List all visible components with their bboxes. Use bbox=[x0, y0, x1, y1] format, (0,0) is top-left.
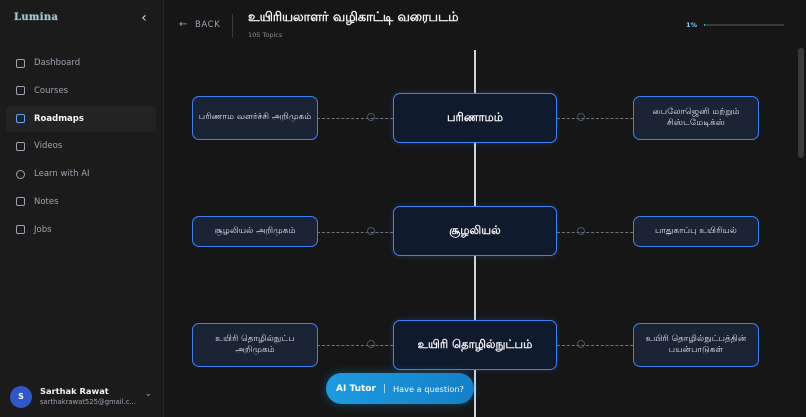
sidebar-item-label: Jobs bbox=[34, 224, 52, 235]
main-topic-node[interactable]: உயிரி தொழில்நுட்பம் bbox=[393, 320, 557, 370]
topic-node[interactable]: சூழலியல் அறிமுகம் bbox=[192, 216, 318, 247]
connector-left bbox=[317, 345, 393, 346]
scrollbar[interactable] bbox=[798, 48, 804, 158]
topic-node[interactable]: பரிணாம வளர்ச்சி அறிமுகம் bbox=[192, 96, 318, 140]
header-divider bbox=[232, 14, 233, 38]
main-topic-node[interactable]: சூழலியல் bbox=[393, 206, 557, 256]
connector-dot bbox=[367, 113, 375, 121]
connector-dot bbox=[577, 340, 585, 348]
user-email: sarthakrawat525@gmail.c... bbox=[40, 398, 136, 406]
ai-tutor-label: AI Tutor bbox=[336, 383, 376, 394]
document-icon bbox=[16, 197, 25, 207]
roadmap-canvas: பரிணாம வளர்ச்சி அறிமுகம் பரிணாமம் பைலோஜெ… bbox=[165, 48, 806, 417]
page-title: உயிரியலாளர் வழிகாட்டி வரைபடம் bbox=[248, 10, 459, 25]
connector-dot bbox=[367, 340, 375, 348]
user-name: Sarthak Rawat bbox=[40, 386, 109, 396]
chevron-left-icon[interactable]: ‹ bbox=[141, 10, 147, 26]
main-topic-node[interactable]: பரிணாமம் bbox=[393, 93, 557, 143]
connector-right bbox=[557, 232, 633, 233]
topic-count: 105 Topics bbox=[248, 31, 283, 39]
app-logo[interactable]: Lumina bbox=[14, 12, 59, 23]
progress-percent: 1% bbox=[686, 21, 698, 29]
page-header: ← BACK உயிரியலாளர் வழிகாட்டி வரைபடம் 105… bbox=[165, 0, 806, 48]
ai-tutor-separator: | bbox=[382, 383, 386, 394]
topic-node[interactable]: பாதுகாப்பு உயிரியல் bbox=[633, 216, 759, 247]
progress-bar bbox=[704, 24, 784, 26]
arrow-left-icon: ← bbox=[179, 19, 188, 30]
connector-dot bbox=[577, 227, 585, 235]
play-circle-icon bbox=[16, 169, 25, 179]
sidebar-item-label: Videos bbox=[34, 141, 63, 152]
ai-tutor-prompt: Have a question? bbox=[392, 383, 464, 394]
sidebar-item-notes[interactable]: Notes bbox=[6, 189, 156, 215]
grid-icon bbox=[16, 58, 25, 68]
book-icon bbox=[16, 86, 25, 96]
topic-node[interactable]: உயிரி தொழில்நுட்பத்தின் பயன்பாடுகள் bbox=[633, 323, 759, 367]
back-label: BACK bbox=[194, 19, 221, 30]
sidebar-nav: Dashboard Courses Roadmaps Videos Learn … bbox=[6, 50, 156, 245]
ai-tutor-button[interactable]: AI Tutor | Have a question? bbox=[326, 373, 474, 404]
sidebar-item-dashboard[interactable]: Dashboard bbox=[6, 50, 156, 76]
connector-left bbox=[317, 232, 393, 233]
chevron-down-icon[interactable]: ⌄ bbox=[144, 389, 152, 399]
sidebar: Lumina ‹ Dashboard Courses Roadmaps Vide… bbox=[0, 0, 164, 417]
connector-dot bbox=[577, 113, 585, 121]
sidebar-item-label: Learn with AI bbox=[34, 169, 90, 180]
progress-fill bbox=[704, 24, 705, 26]
connector-left bbox=[317, 118, 393, 119]
sidebar-item-label: Roadmaps bbox=[34, 113, 84, 124]
database-icon bbox=[16, 225, 25, 235]
topic-node[interactable]: பைலோஜெனி மற்றும் சிஸ்டமேடிக்ஸ் bbox=[633, 96, 759, 140]
video-icon bbox=[16, 141, 25, 151]
sidebar-item-label: Dashboard bbox=[34, 58, 81, 68]
sidebar-item-label: Notes bbox=[34, 196, 59, 207]
sidebar-item-label: Courses bbox=[34, 85, 69, 96]
user-profile[interactable]: S Sarthak Rawat sarthakrawat525@gmail.c.… bbox=[10, 383, 156, 411]
sidebar-item-jobs[interactable]: Jobs bbox=[6, 217, 156, 243]
connector-right bbox=[557, 118, 633, 119]
map-icon bbox=[16, 114, 25, 124]
back-button[interactable]: ← BACK bbox=[179, 19, 220, 30]
connector-dot bbox=[367, 227, 375, 235]
sidebar-item-courses[interactable]: Courses bbox=[6, 78, 156, 104]
connector-right bbox=[557, 345, 633, 346]
sidebar-item-videos[interactable]: Videos bbox=[6, 133, 156, 159]
avatar: S bbox=[10, 386, 32, 408]
sidebar-item-learn-with-ai[interactable]: Learn with AI bbox=[6, 161, 156, 187]
topic-node[interactable]: உயிரி தொழில்நுட்ப அறிமுகம் bbox=[192, 323, 318, 367]
sidebar-item-roadmaps[interactable]: Roadmaps bbox=[6, 105, 156, 132]
